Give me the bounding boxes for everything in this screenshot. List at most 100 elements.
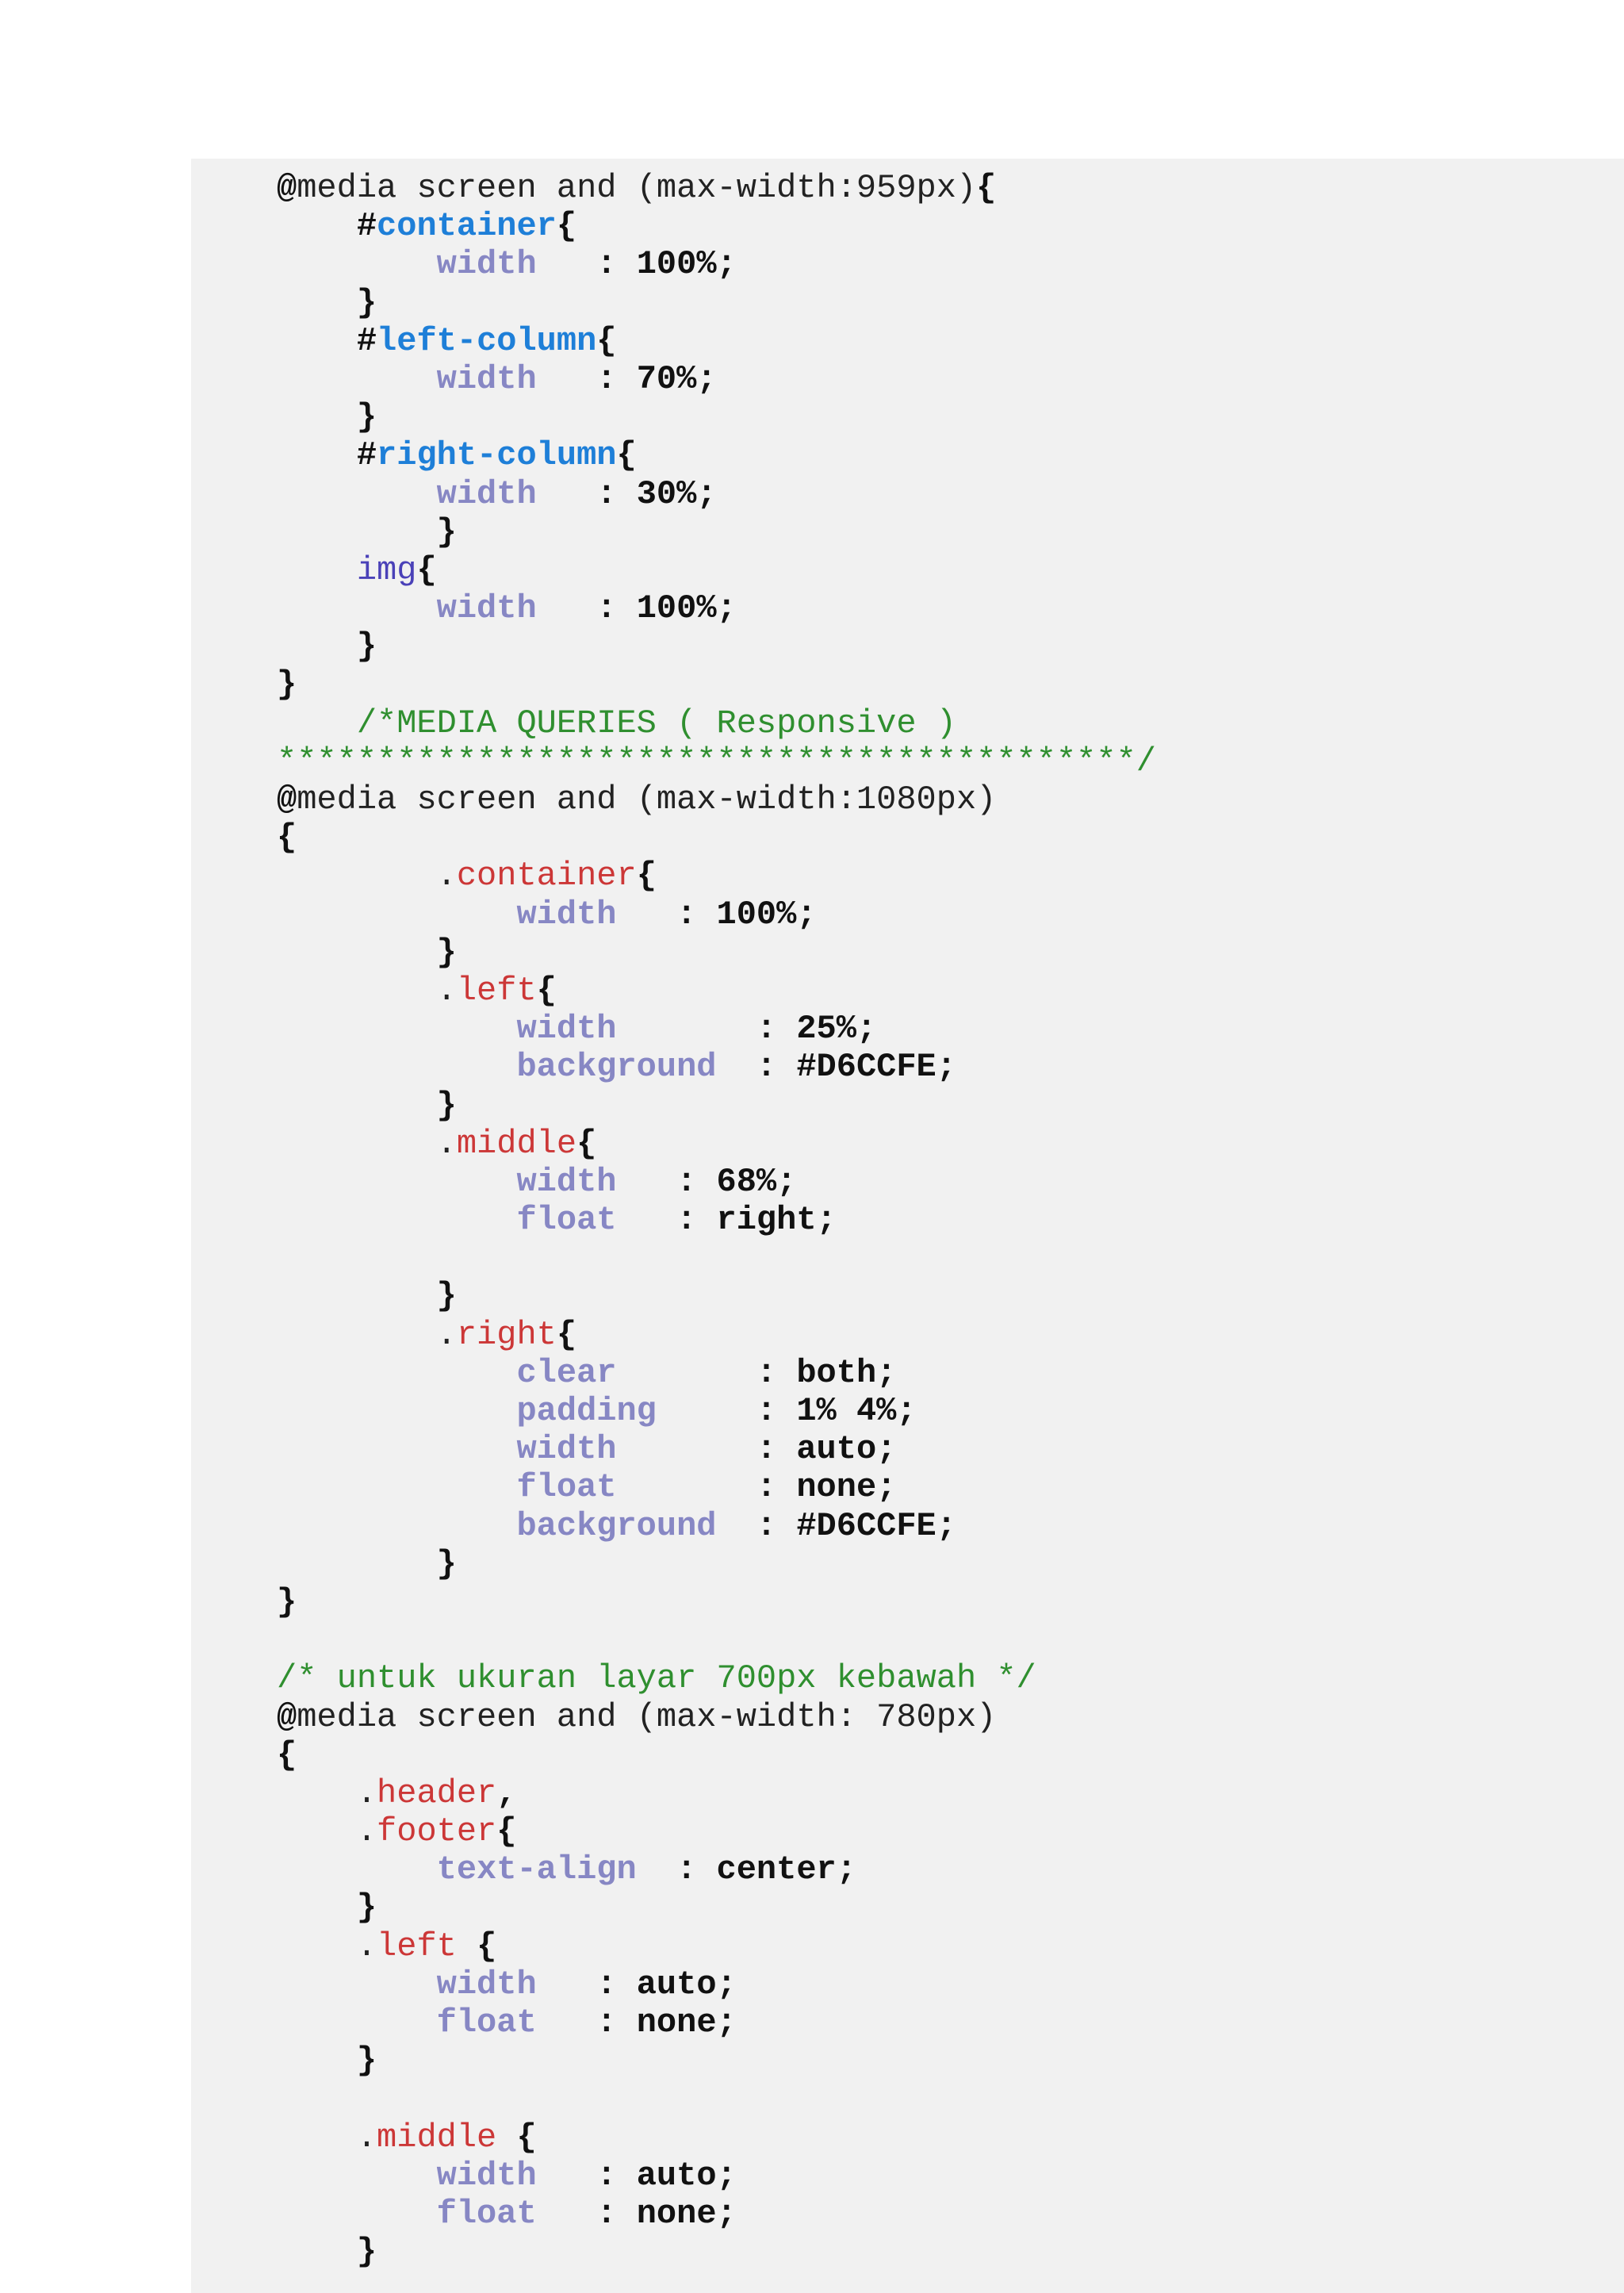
code-text xyxy=(616,1163,676,1201)
property-name: float xyxy=(516,1201,617,1240)
code-line: img{ xyxy=(277,551,1156,589)
property-name: width xyxy=(516,895,617,934)
code-text xyxy=(277,322,357,360)
punctuation: } xyxy=(356,627,377,666)
code-line: .container{ xyxy=(277,857,1156,895)
punctuation: } xyxy=(356,2042,377,2080)
punctuation: } xyxy=(436,512,457,551)
property-value: : 100%; xyxy=(596,245,737,284)
code-text xyxy=(277,551,357,589)
punctuation: # xyxy=(356,436,377,475)
code-comment: ****************************************… xyxy=(277,742,1156,780)
punctuation: { xyxy=(556,1315,577,1354)
code-line: } xyxy=(277,1277,1156,1315)
code-text xyxy=(277,1163,516,1201)
code-text xyxy=(277,1087,437,1125)
code-line: background : #D6CCFE; xyxy=(277,1048,1156,1086)
code-text: . xyxy=(277,1315,457,1354)
punctuation: } xyxy=(436,1086,457,1125)
property-value: : auto; xyxy=(596,1965,737,2003)
property-value: : 100%; xyxy=(676,895,817,934)
property-name: background xyxy=(516,1048,717,1087)
punctuation: # xyxy=(356,321,377,360)
class-selector: footer xyxy=(377,1812,497,1851)
code-line: float : none; xyxy=(277,2195,1156,2233)
code-text xyxy=(277,2233,357,2271)
code-line: .left{ xyxy=(277,972,1156,1010)
code-line: @media screen and (max-width:959px){ xyxy=(277,169,1156,207)
property-name: width xyxy=(516,1162,617,1201)
class-selector: header xyxy=(377,1773,497,1812)
code-text xyxy=(277,1277,437,1315)
code-text xyxy=(277,245,437,283)
property-name: width xyxy=(436,359,537,398)
code-line: } xyxy=(277,1087,1156,1125)
code-text xyxy=(277,2003,437,2042)
punctuation: } xyxy=(436,1544,457,1583)
code-text xyxy=(277,1545,437,1583)
code-text: . xyxy=(277,1927,377,1965)
property-name: padding xyxy=(516,1392,657,1430)
punctuation: } xyxy=(356,1888,377,1927)
code-line: padding : 1% 4%; xyxy=(277,1392,1156,1430)
tag-selector: img xyxy=(356,550,417,589)
code-text xyxy=(277,513,437,551)
code-text xyxy=(277,1010,516,1048)
code-line: } xyxy=(277,2233,1156,2271)
code-text: . xyxy=(277,1812,377,1851)
code-text xyxy=(277,398,357,436)
code-line: } xyxy=(277,284,1156,322)
code-text xyxy=(277,2042,357,2080)
code-text xyxy=(616,895,676,934)
property-value: : right; xyxy=(676,1201,837,1240)
code-line: /* untuk ukuran layar 700px kebawah */ xyxy=(277,1659,1156,1697)
property-name: float xyxy=(436,2194,537,2233)
code-line xyxy=(277,2080,1156,2118)
code-line: } xyxy=(277,1583,1156,1621)
code-text xyxy=(277,2195,437,2233)
code-line: width : auto; xyxy=(277,1430,1156,1468)
class-selector: middle xyxy=(377,2118,497,2157)
punctuation: { xyxy=(596,321,617,360)
punctuation: { xyxy=(277,819,297,857)
code-line: } xyxy=(277,934,1156,972)
code-text xyxy=(496,2119,516,2157)
property-value: : 100%; xyxy=(596,589,737,628)
punctuation: , xyxy=(496,1773,517,1812)
code-line: } xyxy=(277,513,1156,551)
code-text: media screen and (max-width: 780px) xyxy=(297,1697,997,1736)
code-line: float : right; xyxy=(277,1201,1156,1239)
punctuation: { xyxy=(516,2118,537,2157)
property-name: width xyxy=(436,474,537,513)
punctuation: # xyxy=(356,207,377,246)
property-value: : center; xyxy=(676,1850,856,1889)
code-line: } xyxy=(277,398,1156,436)
property-value: : none; xyxy=(756,1468,897,1507)
punctuation: { xyxy=(616,436,637,475)
code-line: } xyxy=(277,627,1156,665)
punctuation: { xyxy=(576,1124,597,1163)
code-text xyxy=(277,207,357,245)
code-line: clear : both; xyxy=(277,1354,1156,1392)
class-selector: left xyxy=(377,1927,457,1965)
code-text xyxy=(457,1927,477,1965)
code-text xyxy=(537,2003,597,2042)
punctuation: } xyxy=(436,933,457,972)
code-line: /*MEDIA QUERIES ( Responsive ) xyxy=(277,704,1156,742)
code-text: . xyxy=(277,1773,377,1812)
code-text xyxy=(616,1468,756,1506)
code-line: { xyxy=(277,819,1156,857)
code-line: .middle { xyxy=(277,2119,1156,2157)
property-value: : 70%; xyxy=(596,359,717,398)
code-text xyxy=(277,360,437,398)
punctuation: @ xyxy=(277,780,297,819)
punctuation: { xyxy=(277,1735,297,1774)
code-text: . xyxy=(277,971,457,1010)
code-text: . xyxy=(277,857,457,895)
property-value: : auto; xyxy=(756,1430,897,1469)
code-text: media screen and (max-width:959px) xyxy=(297,169,977,207)
code-text xyxy=(717,1048,756,1086)
class-selector: right xyxy=(456,1315,557,1354)
property-value: : 1% 4%; xyxy=(756,1392,917,1430)
code-text xyxy=(277,1392,516,1430)
